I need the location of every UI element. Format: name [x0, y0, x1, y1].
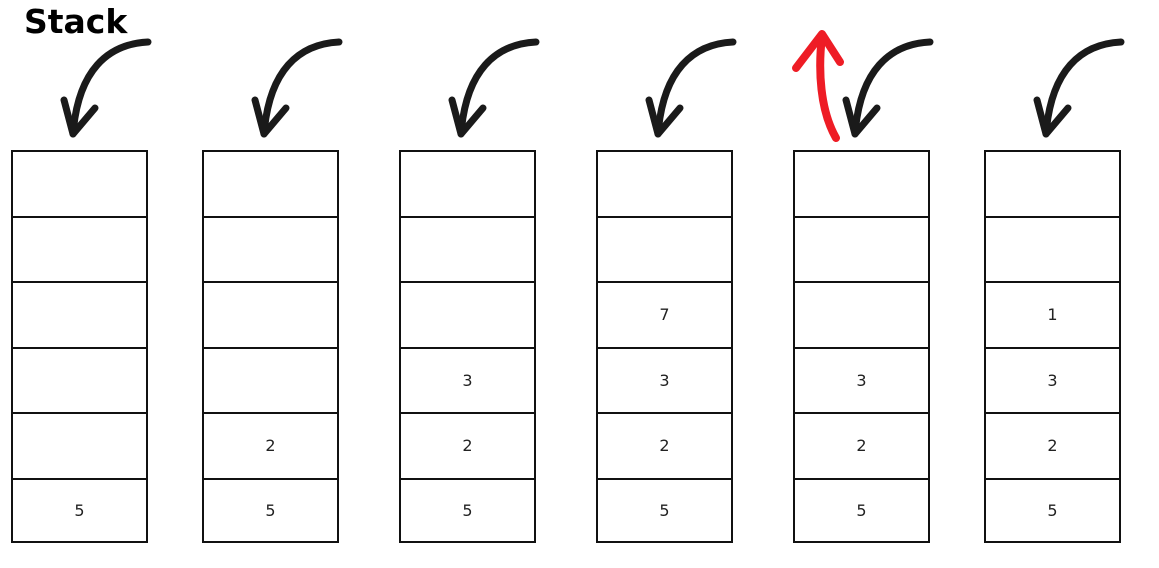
- stack-cell: [11, 346, 148, 414]
- stack-cell: 3: [596, 346, 733, 414]
- arrow-layer: [60, 30, 1125, 142]
- stack-cell: 5: [399, 477, 536, 543]
- stack-cell: [399, 215, 536, 283]
- pop-arrow-shaft: [816, 32, 840, 142]
- stack-cell: [984, 150, 1121, 218]
- push-arrow-head: [60, 96, 99, 138]
- stack-cell: [202, 346, 339, 414]
- push-arrow-icon: [645, 38, 737, 138]
- stack-cell: 2: [399, 412, 536, 480]
- push-arrow-head: [251, 96, 290, 138]
- stack-cell: 5: [11, 477, 148, 543]
- stack-cell: 5: [202, 477, 339, 543]
- stack-cell: 5: [984, 477, 1121, 543]
- stack-cell: 7: [596, 281, 733, 349]
- stack-cell: 2: [984, 412, 1121, 480]
- stack-cell: [11, 412, 148, 480]
- diagram-title: Stack: [24, 2, 128, 41]
- push-arrow-shaft: [851, 38, 934, 138]
- stack-cell: 2: [596, 412, 733, 480]
- stack-cell: [596, 150, 733, 218]
- push-arrow-shaft: [1042, 38, 1125, 138]
- stack-1: 5: [11, 150, 148, 543]
- stack-cell: [202, 281, 339, 349]
- stack-cell: [11, 215, 148, 283]
- stack-cell: [793, 215, 930, 283]
- pop-arrow-head: [792, 30, 844, 72]
- push-arrow-icon: [251, 38, 343, 138]
- push-arrow-head: [645, 96, 684, 138]
- stack-cell: 2: [202, 412, 339, 480]
- push-arrow-head: [448, 96, 487, 138]
- push-arrow-icon: [1033, 38, 1125, 138]
- push-arrow-shaft: [260, 38, 343, 138]
- stack-cell: 5: [596, 477, 733, 543]
- stack-cell: 3: [399, 346, 536, 414]
- push-arrow-icon: [842, 38, 934, 138]
- stack-cell: [399, 150, 536, 218]
- stack-cell: 5: [793, 477, 930, 543]
- stack-cell: 2: [793, 412, 930, 480]
- stack-cell: [793, 150, 930, 218]
- push-arrow-icon: [60, 38, 152, 138]
- push-arrow-shaft: [654, 38, 737, 138]
- push-arrow-shaft: [69, 38, 152, 138]
- stack-cell: 3: [793, 346, 930, 414]
- push-arrow-head: [842, 96, 881, 138]
- push-arrow-shaft: [457, 38, 540, 138]
- stack-cell: [399, 281, 536, 349]
- stack-cell: [202, 150, 339, 218]
- pop-arrow-icon: [792, 30, 844, 142]
- push-arrow-icon: [448, 38, 540, 138]
- stack-cell: [984, 215, 1121, 283]
- stack-cell: [202, 215, 339, 283]
- stack-cell: [11, 281, 148, 349]
- stack-cell: 3: [984, 346, 1121, 414]
- stack-cell: [11, 150, 148, 218]
- stack-cell: [793, 281, 930, 349]
- push-arrow-head: [1033, 96, 1072, 138]
- stack-cell: [596, 215, 733, 283]
- stack-cell: 1: [984, 281, 1121, 349]
